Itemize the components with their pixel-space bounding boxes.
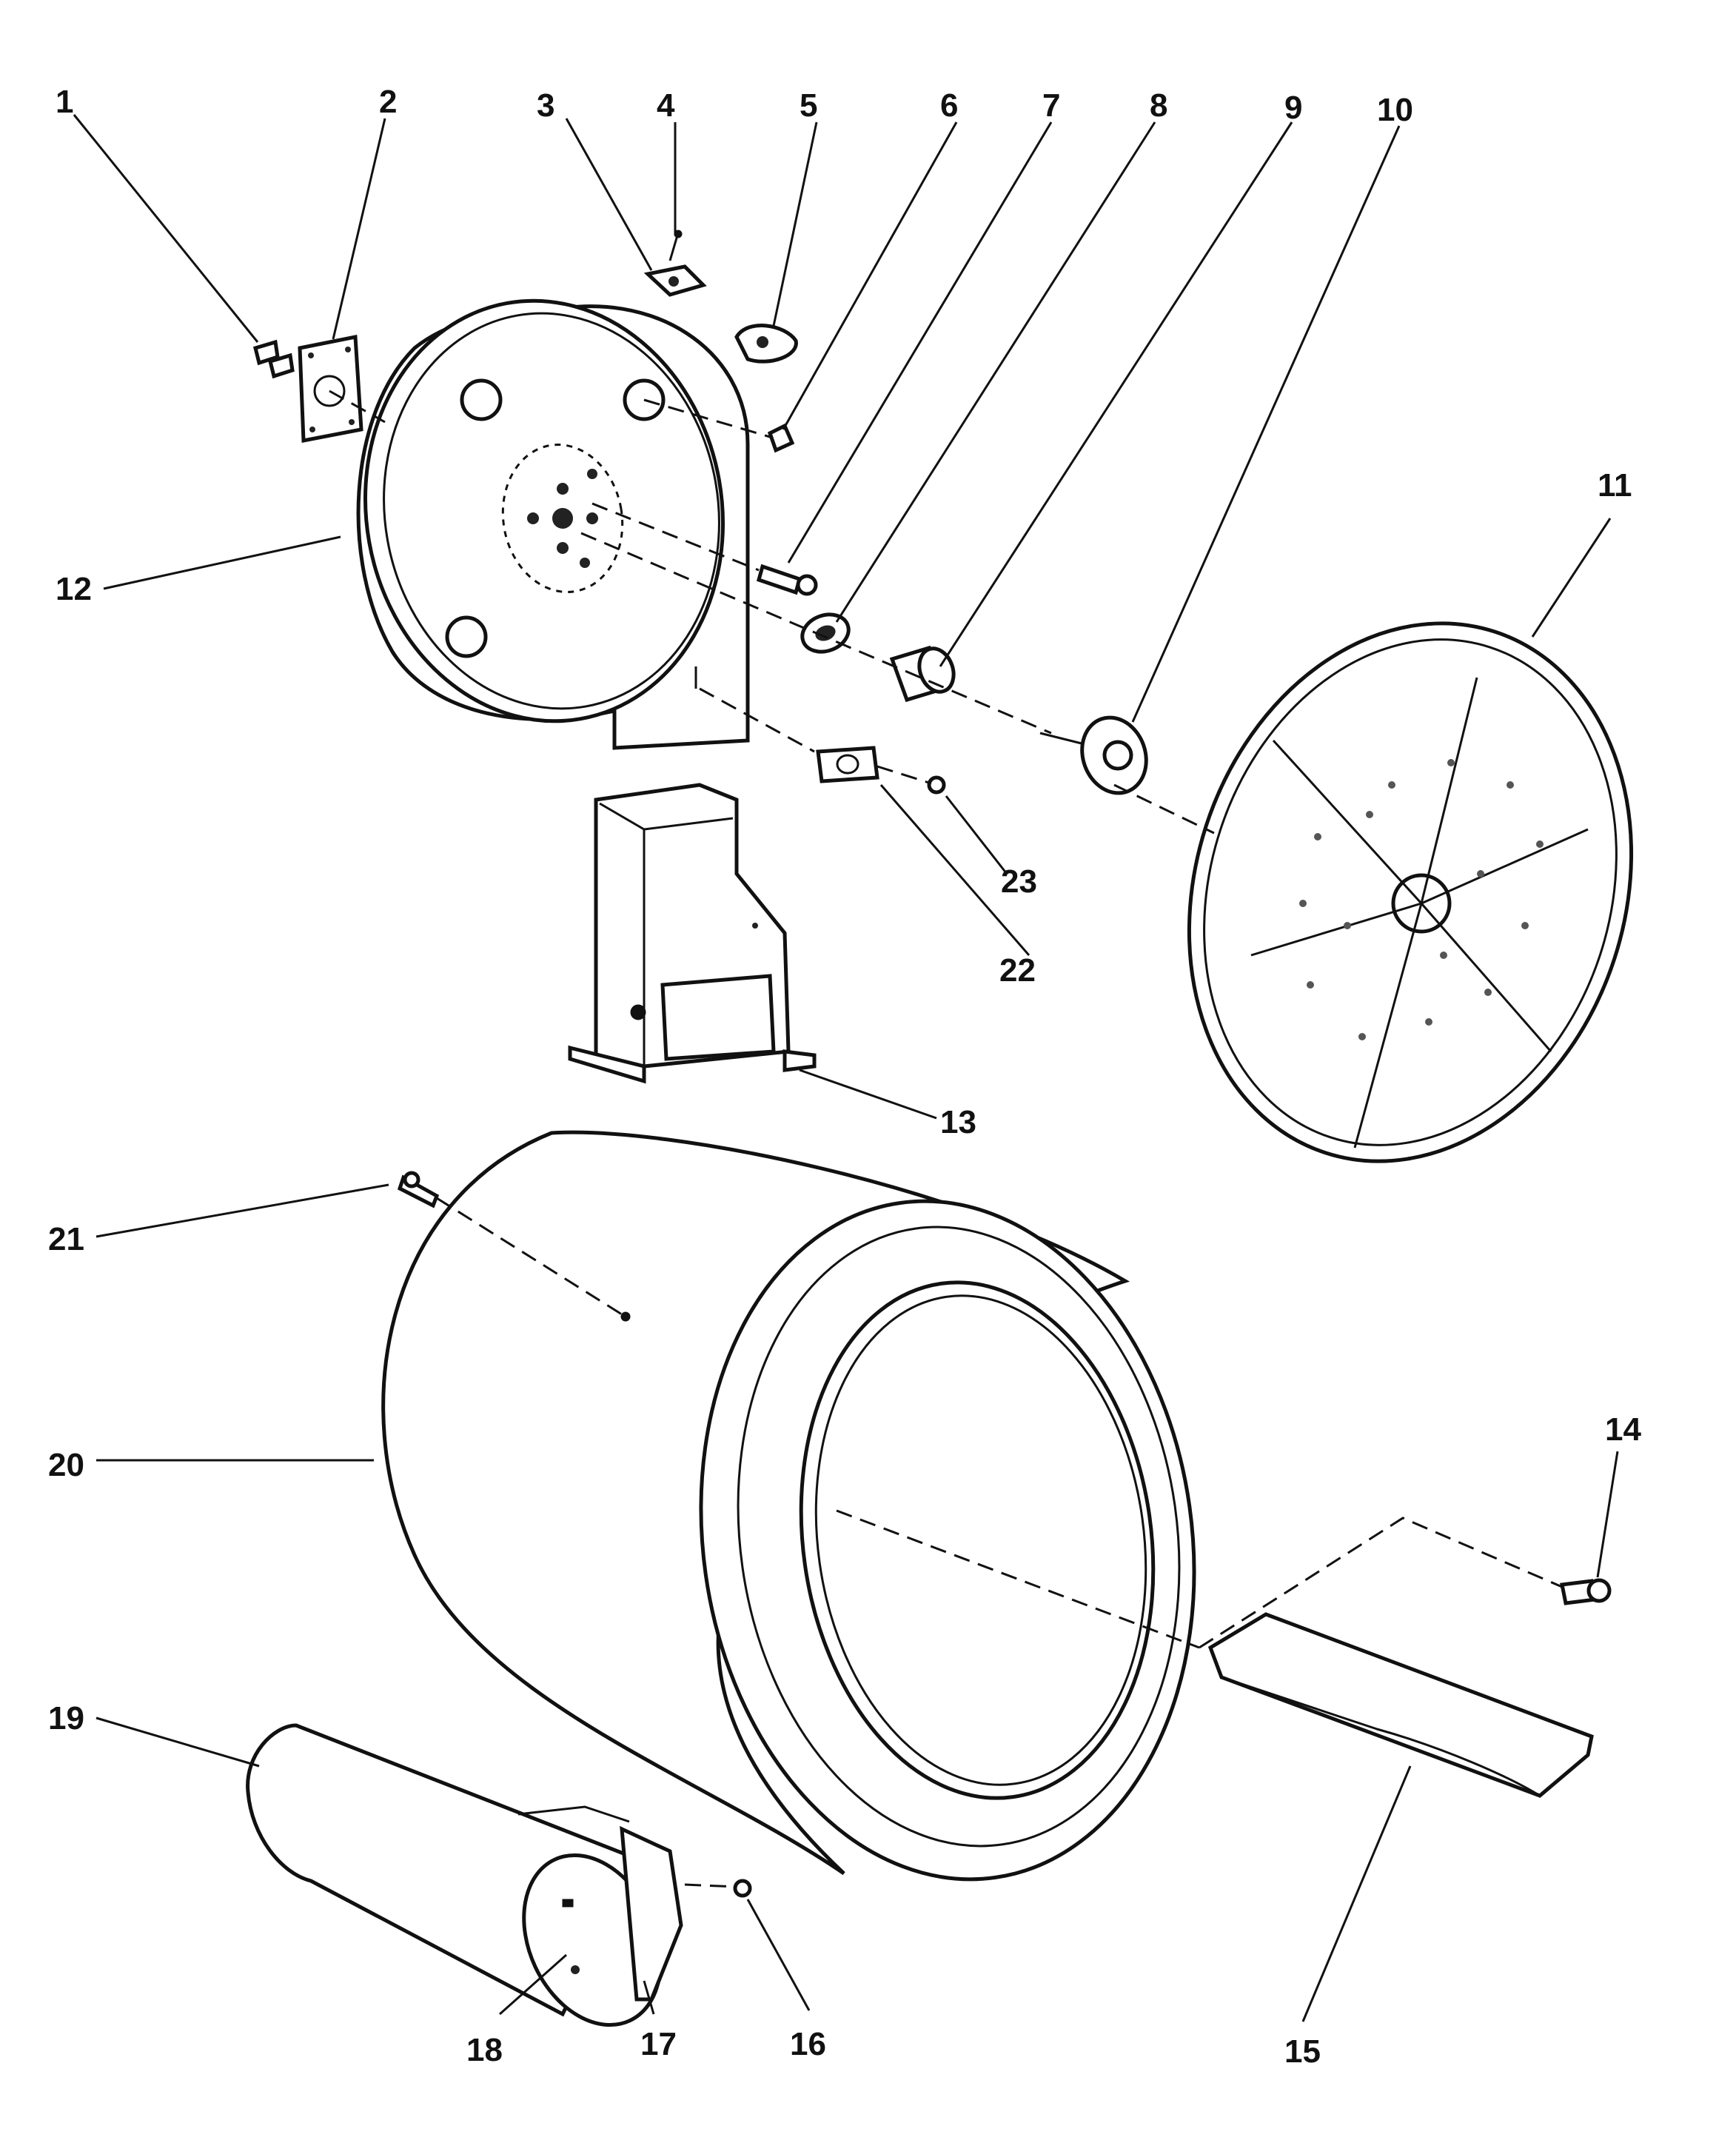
part-2-bearing-plate [298,334,363,444]
callout-18: 18 [466,2032,503,2068]
callout-3: 3 [537,87,554,124]
part-16-screw [733,1879,752,1898]
callout-4: 4 [657,87,675,124]
part-23-screw [927,775,946,795]
part-14-bolt [1560,1578,1612,1605]
callout-6: 6 [940,87,958,124]
callout-1: 1 [56,84,73,120]
part-22-plate [816,746,879,783]
callout-13: 13 [940,1104,976,1140]
part-20-drum [381,1130,1196,1882]
part-15-baffle [1207,1612,1594,1798]
callout-7: 7 [1042,87,1060,124]
part-8-washer [800,612,851,654]
callout-5: 5 [800,87,817,124]
callout-17: 17 [640,2026,677,2062]
callout-15: 15 [1284,2033,1321,2070]
part-19-heater [246,1723,683,2027]
part-12-rear-bulkhead [356,298,750,750]
callout-22: 22 [999,952,1036,989]
part-6-bolt [767,423,795,453]
callout-12: 12 [56,571,92,607]
callout-14: 14 [1605,1411,1641,1448]
alignment-lines [329,390,1563,1888]
callout-labels: 1 2 3 4 5 6 7 8 9 10 11 12 13 14 15 16 1… [48,84,1641,2070]
part-7-bolt [756,564,818,596]
part-11-drum-back [1187,621,1634,1163]
callout-19: 19 [48,1700,84,1736]
part-3-bracket [643,264,707,297]
leader-lines [73,114,1619,2022]
part-1-clip [252,339,295,379]
part-5-grommet [734,324,798,364]
callout-10: 10 [1377,92,1413,128]
callout-9: 9 [1284,90,1302,126]
callout-16: 16 [790,2026,826,2062]
callout-8: 8 [1150,87,1167,124]
part-9-shaft-hub [1039,715,1148,795]
callout-23: 23 [1001,863,1037,900]
callout-11: 11 [1598,467,1632,504]
callout-20: 20 [48,1447,84,1483]
callout-2: 2 [379,84,397,120]
part-13-duct-support [568,783,817,1084]
callout-21: 21 [48,1221,84,1257]
part-21-screw [397,1171,440,1208]
